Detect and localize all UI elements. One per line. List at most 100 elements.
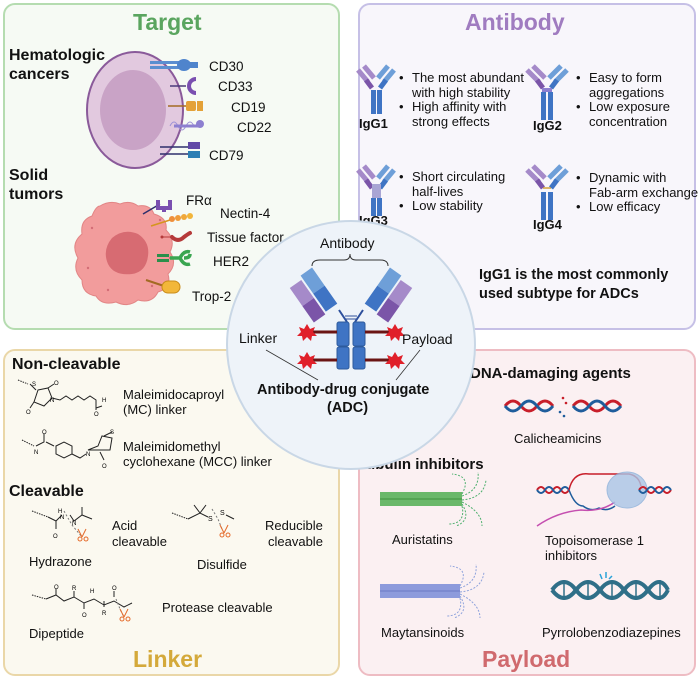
mc-linker-name-line1: Maleimidocaproyl [123,387,225,402]
payload-topoisomerase-line1: Topoisomerase 1 [545,533,644,548]
svg-text:O: O [112,586,117,592]
mc-linker-structure-icon: S O O N H O [17,379,106,418]
disulfide-mechanism-line1: Reducible [265,518,323,533]
linker-title: Linker [133,646,203,672]
svg-text:O: O [53,534,58,540]
igg4-label: IgG4 [533,217,562,232]
adc-center-circle [226,220,476,470]
antibody-summary-line1: IgG1 is the most commonly [479,267,669,283]
center-title-line1: Antibody-drug conjugate [257,382,430,398]
mcc-linker-structure-icon: N O N S O [21,430,114,470]
antibody-title: Antibody [465,9,565,35]
igg2-point-1-cont: aggregations [589,84,665,100]
svg-text:O: O [82,613,87,619]
igg2-point-2-cont: concentration [589,113,668,129]
igg2-point-2: Low exposure [576,100,670,115]
solid-tumor-cell-icon [74,201,174,306]
marker-tissue-factor: Tissue factor [207,230,284,245]
auristatins-microtubule-icon [380,471,487,527]
hydrazone-mechanism-line1: Acid [112,518,138,533]
cd22-receptor-icon [169,120,204,131]
igg2-label: IgG2 [533,118,562,133]
svg-text:S: S [110,430,114,436]
topoisomerase-icon [536,471,672,527]
hydrazone-mechanism-line2: cleavable [112,534,167,549]
hydrazone-structure-icon: H N N O [31,507,93,542]
svg-text:H: H [102,398,106,404]
igg1-description: The most abundant with high stability Hi… [399,70,524,129]
marker-cd33: CD33 [218,79,253,94]
hydrazone-label: Hydrazone [29,554,92,569]
cd30-receptor-icon [150,59,198,71]
dipeptide-label: Dipeptide [29,626,84,641]
trop2-receptor-icon [145,279,181,294]
payload-topoisomerase-line2: inhibitors [545,548,598,563]
igg1-point-2-cont: strong effects [412,113,490,129]
cd79-receptor-icon [160,142,200,158]
hematologic-heading-line2: cancers [9,66,70,83]
igg2-icon [525,64,569,120]
svg-text:H: H [90,589,94,595]
cd33-receptor-icon [170,77,197,95]
solid-heading-line1: Solid [9,167,49,184]
igg4-description: Dynamic with Fab-arm exchange Low effica… [576,170,699,215]
nectin4-receptor-icon [150,213,193,227]
hematologic-heading-line1: Hematologic [9,47,106,64]
center-payload-label: Payload [402,331,453,347]
svg-text:R: R [72,586,77,592]
igg1-point-2: High affinity with [399,100,524,115]
solid-heading-line2: tumors [9,186,64,203]
dipeptide-structure-icon: O R H O O R [31,585,133,622]
solid-marker-icons [142,200,193,294]
center-antibody-label: Antibody [320,235,375,251]
disulfide-structure-icon: S S [171,504,235,538]
marker-trop2: Trop-2 [192,289,232,304]
igg1-icon [356,64,396,114]
marker-cd79: CD79 [209,148,244,163]
payload-pyrrolobenzodiazepines: Pyrrolobenzodiazepines [542,625,681,640]
payload-maytansinoids: Maytansinoids [381,625,465,640]
tissue-factor-icon [160,231,192,242]
dipeptide-mechanism: Protease cleavable [162,600,273,615]
payload-title: Payload [482,646,571,672]
igg3-point-1-cont: half-lives [412,183,464,199]
marker-cd30: CD30 [209,59,244,74]
cd19-receptor-icon [168,101,203,111]
igg4-point-1-cont: Fab-arm exchange [589,184,699,200]
igg2-description: Easy to form aggregations Low exposure c… [576,70,670,129]
igg4-point-2: Low efficacy [576,200,698,215]
mcc-linker-name-line1: Maleimidomethyl [123,439,221,454]
cleavable-heading: Cleavable [9,483,84,500]
igg1-label: IgG1 [359,116,388,131]
disulfide-label: Disulfide [197,557,247,572]
svg-text:N: N [34,450,38,456]
svg-text:O: O [42,430,47,436]
igg3-description: Short circulating half-lives Low stabili… [399,169,505,214]
igg3-point-1: Short circulating [399,169,505,185]
hematologic-marker-icons [150,59,204,158]
marker-nectin4: Nectin-4 [220,206,271,221]
adc-antibody-icon [289,267,413,370]
marker-cd22: CD22 [237,120,272,135]
svg-text:N: N [86,452,90,458]
payload-auristatins: Auristatins [392,532,453,547]
payload-calicheamicins: Calicheamicins [514,431,602,446]
disulfide-mechanism-line2: cleavable [268,534,323,549]
mcc-linker-name-line2: cyclohexane (MCC) linker [123,454,272,469]
igg3-point-2: Low stability [399,199,505,214]
svg-text:H: H [58,509,62,515]
center-linker-label: Linker [239,330,278,346]
igg4-point-1: Dynamic with [576,170,698,186]
marker-her2: HER2 [213,254,250,269]
igg1-point-1: The most abundant [399,70,524,86]
her2-receptor-icon [157,249,192,267]
svg-text:O: O [54,585,59,591]
svg-text:O: O [54,381,59,387]
dna-damaging-heading: DNA-damaging agents [470,365,631,382]
igg3-icon [356,164,396,216]
igg4-icon [525,164,569,220]
adc-pointer-lines [265,349,421,381]
antibody-brace-icon [311,253,389,267]
svg-text:S: S [220,510,225,517]
antibody-summary-line2: used subtype for ADCs [479,286,639,302]
